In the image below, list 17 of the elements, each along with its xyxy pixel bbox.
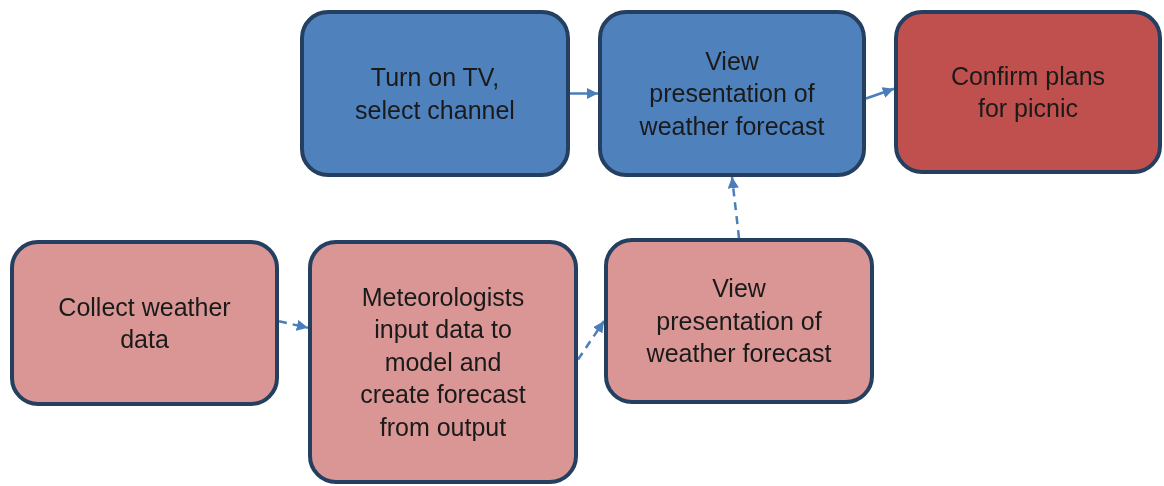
box-label: Turn on TV, select channel <box>354 62 516 126</box>
arrow <box>727 176 741 239</box>
box-label: Confirm plans for picnic <box>949 60 1107 124</box>
box-label: Meteorologists input data to model and create forecast from output <box>359 281 527 443</box>
arrow <box>570 87 598 100</box>
process-box <box>300 10 570 177</box>
box-label: View presentation of weather forecast <box>645 273 833 370</box>
process-box <box>598 10 866 177</box>
arrow <box>278 319 309 331</box>
process-box <box>10 240 279 406</box>
box-label: View presentation of weather forecast <box>638 45 826 142</box>
box-label: Collect weather data <box>57 291 232 355</box>
arrow <box>576 320 606 361</box>
process-box <box>894 10 1162 174</box>
process-box <box>308 240 578 484</box>
arrow <box>865 87 895 100</box>
process-box <box>604 238 874 404</box>
